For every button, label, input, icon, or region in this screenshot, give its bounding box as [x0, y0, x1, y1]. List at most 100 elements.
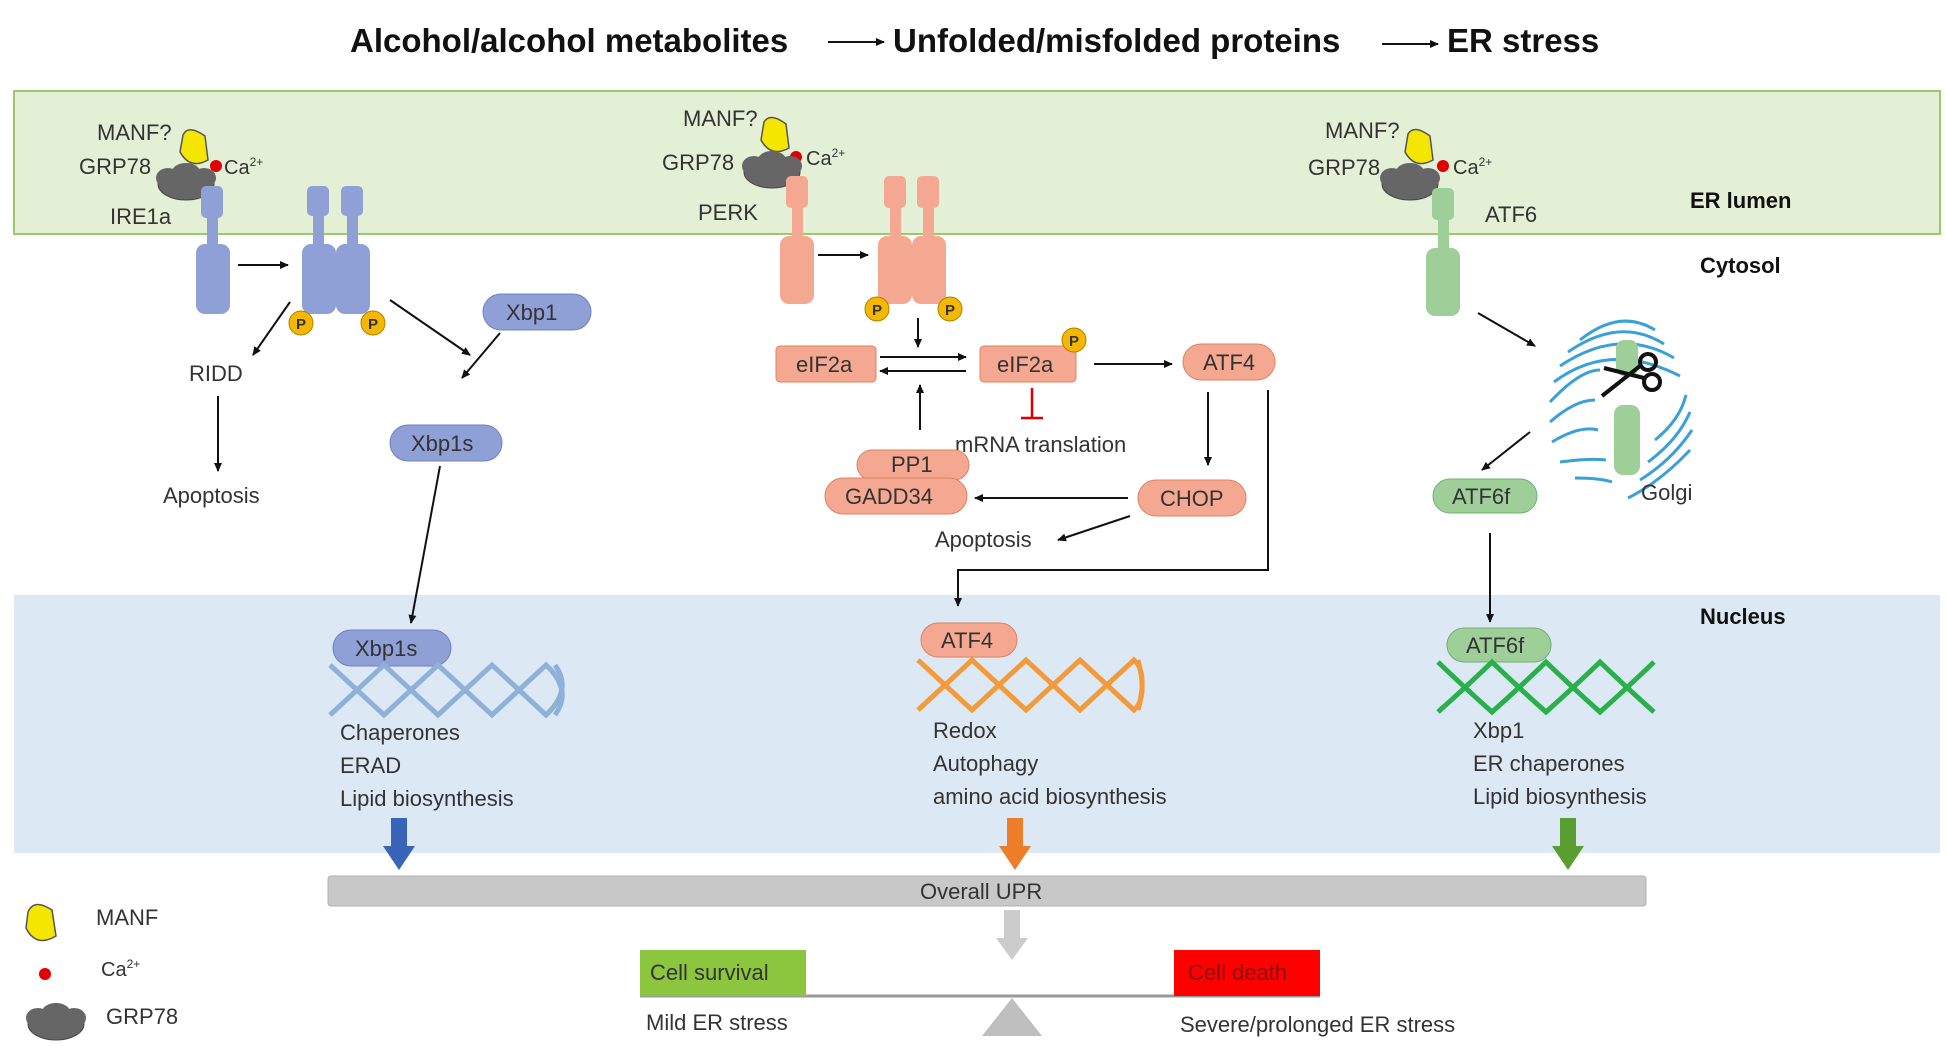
- xbp1s-nuclear-label: Xbp1s: [355, 636, 417, 661]
- phosphate-icon: [360, 310, 386, 336]
- atf4-nuclear-node: [920, 622, 1018, 658]
- balance-fulcrum: [982, 998, 1042, 1036]
- xbp1s-node: [389, 424, 503, 462]
- grp78-label: GRP78: [79, 154, 151, 179]
- atf6-target: Lipid biosynthesis: [1473, 784, 1647, 809]
- title-part2: Unfolded/misfolded proteins: [893, 22, 1340, 59]
- atf6f-nuclear-label: ATF6f: [1466, 633, 1525, 658]
- golgi-label: Golgi: [1641, 480, 1692, 505]
- legend-grp78-icon: [25, 1002, 87, 1041]
- ire1-dimer-head-right: [341, 186, 363, 216]
- perk-target: Redox: [933, 718, 997, 743]
- calcium-label: Ca2+: [1453, 155, 1492, 179]
- mrna-translation-label: mRNA translation: [955, 432, 1126, 457]
- atf6f-node: [1432, 478, 1538, 514]
- phosphate-label: P: [1069, 333, 1079, 350]
- atf6f-label: ATF6f: [1452, 484, 1511, 509]
- perk-output-arrow-shaft: [1007, 818, 1023, 848]
- ire1-splice-arrow: [389, 299, 471, 356]
- manf-question-label: MANF?: [97, 120, 172, 145]
- upr-balance: Overall UPR Cell survival Cell death Mil…: [327, 875, 1647, 1037]
- ire1-monomer-stem: [207, 218, 218, 244]
- upr-down-arrow-shaft: [1004, 910, 1020, 940]
- chop-label: CHOP: [1160, 486, 1224, 511]
- atf6-label: ATF6: [1485, 202, 1537, 227]
- atf6-target: ER chaperones: [1473, 751, 1625, 776]
- xbp1s-to-nucleus-arrow: [408, 465, 441, 624]
- perk-target: amino acid biosynthesis: [933, 784, 1167, 809]
- phosphate-label: P: [945, 302, 955, 319]
- overall-upr-bar: [327, 875, 1647, 907]
- manf-shape: [760, 116, 790, 153]
- manf-question-label: MANF?: [1325, 118, 1400, 143]
- ire1-dimer-body-left: [302, 244, 336, 314]
- perk-monomer-head: [786, 176, 808, 208]
- title-part3: ER stress: [1447, 22, 1599, 59]
- calcium-label: Ca2+: [224, 155, 263, 179]
- overall-upr-label: Overall UPR: [920, 879, 1042, 904]
- calcium-label: Ca2+: [806, 146, 845, 170]
- atf4-to-nucleus-arrow: [954, 390, 1269, 607]
- atf6-to-golgi-arrow: [1477, 312, 1536, 347]
- atf6-in-golgi-top: [1616, 340, 1638, 376]
- ire1-dimer-head-left: [307, 186, 329, 216]
- xbp1-label: Xbp1: [506, 300, 557, 325]
- cell-survival-label: Cell survival: [650, 960, 769, 985]
- title: Alcohol/alcohol metabolites Unfolded/mis…: [350, 22, 1599, 59]
- legend: MANF Ca2+ GRP78: [25, 903, 178, 1041]
- cytosol-label: Cytosol: [1700, 253, 1781, 278]
- xbp1s-label: Xbp1s: [411, 431, 473, 456]
- perk-dimer-head-left: [884, 176, 906, 208]
- atf4-node: [1182, 343, 1276, 381]
- legend-manf-label: MANF: [96, 905, 158, 930]
- perk-output-arrow-head: [999, 846, 1031, 870]
- atf6-in-golgi-bottom: [1614, 405, 1640, 475]
- ire1-target: Chaperones: [340, 720, 460, 745]
- perk-label: PERK: [698, 200, 758, 225]
- perk-dimer-stem-left: [890, 208, 901, 236]
- calcium-dot: [210, 160, 222, 172]
- er-lumen-label: ER lumen: [1690, 188, 1791, 213]
- phosphate-icon: [864, 296, 890, 322]
- legend-manf-icon: [25, 903, 57, 942]
- xbp1s-nuclear-node: [332, 629, 452, 667]
- upr-down-arrow-head: [996, 938, 1028, 960]
- phosphate-icon: [937, 296, 963, 322]
- atf6-stem: [1438, 220, 1449, 248]
- cell-death-box: [1174, 950, 1320, 996]
- ire1-dna-helix: [328, 661, 565, 719]
- ire1-apoptosis-label: Apoptosis: [163, 483, 260, 508]
- ire1-monomer-body: [196, 244, 230, 314]
- ire1-monomer-head: [201, 186, 223, 218]
- severe-stress-label: Severe/prolonged ER stress: [1180, 1012, 1455, 1037]
- cell-survival-box: [640, 950, 806, 996]
- ire1-to-ridd-arrow: [252, 301, 291, 356]
- atf6f-nuclear-node: [1446, 627, 1552, 663]
- atf6-output-arrow-head: [1552, 846, 1584, 870]
- legend-calcium-icon: [39, 968, 51, 980]
- ire1-dimer-stem-left: [313, 216, 324, 244]
- manf-question-label: MANF?: [683, 106, 758, 131]
- ire1-branch: MANF? Ca2+ GRP78 IRE1a P P RIDD Apoptosi…: [79, 120, 592, 870]
- er-lumen-band: [13, 90, 1941, 235]
- phosphate-icon: [288, 310, 314, 336]
- ire1-label: IRE1a: [110, 204, 172, 229]
- ire1-target: Lipid biosynthesis: [340, 786, 514, 811]
- grp78-shape: [1379, 162, 1441, 201]
- cell-death-label: Cell death: [1188, 960, 1287, 985]
- manf-shape: [179, 129, 209, 165]
- eif2a-node: [775, 345, 877, 383]
- gadd34-node: [824, 477, 968, 515]
- eif2a-label: eIF2a: [796, 352, 853, 377]
- perk-branch: MANF? Ca2+ GRP78 PERK P P eIF2a eIF2a P: [662, 106, 1276, 870]
- atf6-dna-helix: [1436, 658, 1656, 716]
- phosphate-label: P: [368, 316, 378, 333]
- pp1-label: PP1: [891, 452, 933, 477]
- chop-to-apoptosis-arrow: [1057, 515, 1131, 542]
- legend-calcium-label: Ca2+: [101, 957, 140, 981]
- ridd-label: RIDD: [189, 361, 243, 386]
- ire1-target: ERAD: [340, 753, 401, 778]
- atf4-nuclear-label: ATF4: [941, 628, 993, 653]
- eif2a-phospho-label: eIF2a: [997, 352, 1054, 377]
